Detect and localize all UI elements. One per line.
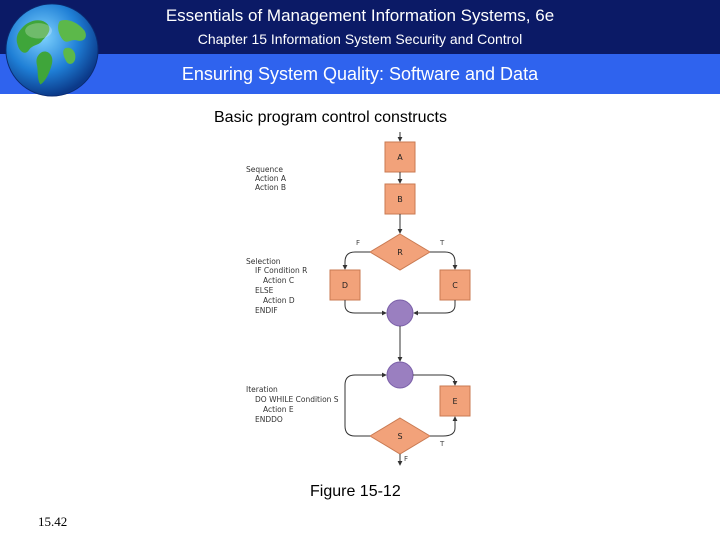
node-label-s: S [397, 432, 402, 441]
merge-right [413, 300, 456, 316]
action-box-a [384, 141, 416, 173]
sequence-line-2: Action B [255, 183, 286, 192]
selection-line-3: ELSE [255, 286, 274, 295]
iteration-line-1: DO WHILE Condition S [255, 395, 339, 404]
selection-heading: Selection [246, 257, 281, 266]
action-box-e [439, 385, 471, 417]
loop-true-label: T [439, 440, 445, 448]
globe-icon [5, 3, 99, 97]
loop-start-arrow [413, 374, 458, 386]
loop-back-arrow [344, 372, 387, 437]
sequence-heading: Sequence [246, 165, 283, 174]
iteration-line-3: ENDDO [255, 415, 283, 424]
decision-diamond-r [369, 233, 431, 271]
false-label: F [356, 239, 360, 247]
section-banner: Ensuring System Quality: Software and Da… [0, 54, 720, 94]
node-label-e: E [452, 397, 457, 406]
selection-line-4: Action D [263, 296, 295, 305]
selection-line-2: Action C [263, 276, 294, 285]
loop-true-branch [430, 416, 458, 437]
action-box-c [439, 269, 471, 301]
slide-header: Essentials of Management Information Sys… [0, 0, 720, 54]
slide-number: 15.42 [38, 514, 68, 529]
node-label-d: D [342, 281, 348, 290]
selection-line-1: IF Condition R [255, 266, 307, 275]
action-box-d [329, 269, 361, 301]
true-branch [430, 251, 458, 270]
false-branch [342, 251, 370, 270]
course-title: Essentials of Management Information Sys… [165, 6, 555, 25]
node-label-a: A [397, 153, 403, 162]
action-box-b [384, 183, 416, 215]
connector-node [386, 299, 414, 327]
node-label-r: R [397, 248, 403, 257]
loop-false-label: F [404, 455, 408, 463]
merge-left [344, 300, 387, 316]
diagram-title: Basic program control constructs [214, 109, 447, 126]
section-title: Ensuring System Quality: Software and Da… [181, 64, 539, 84]
figure-caption: Figure 15-12 [310, 483, 401, 500]
iteration-heading: Iteration [246, 385, 278, 394]
sequence-line-1: Action A [255, 174, 287, 183]
loop-connector-node [386, 361, 414, 389]
chapter-title: Chapter 15 Information System Security a… [197, 31, 523, 47]
node-label-c: C [452, 281, 458, 290]
node-label-b: B [397, 195, 403, 204]
true-label: T [439, 239, 445, 247]
iteration-line-2: Action E [263, 405, 294, 414]
selection-line-5: ENDIF [255, 306, 278, 315]
